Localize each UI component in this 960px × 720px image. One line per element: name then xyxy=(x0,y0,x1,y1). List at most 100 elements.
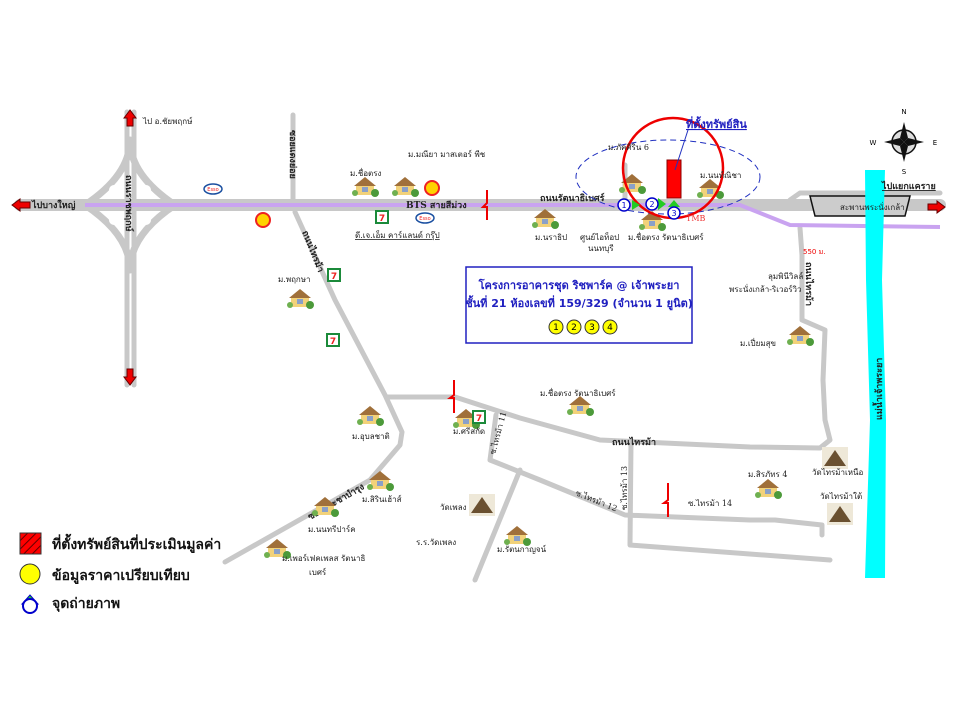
seven-eleven-icon xyxy=(375,210,389,225)
label-chue-trong: ม.ชื่อตรง xyxy=(350,167,382,178)
house-icon xyxy=(567,396,594,416)
arrow-south-icon xyxy=(123,368,137,386)
svg-text:3: 3 xyxy=(671,209,676,218)
project-info-box: โครงการอาคารชุด ริชพาร์ค @ เจ้าพระยา ชั้… xyxy=(465,266,693,344)
label-to-khae-rai: ไปแยกแคราย xyxy=(881,180,936,192)
label-srisakat: ม.ศรีสกัด xyxy=(453,427,485,436)
label-wat-phleng: วัดเพลง xyxy=(440,503,467,512)
house-icon xyxy=(504,526,531,546)
label-it-top-2: นนทบุรี xyxy=(588,244,614,253)
subject-label: ที่ตั้งทรัพย์สิน xyxy=(686,116,747,131)
label-djm: ดี.เจ.เอ็ม คาร์แลนด์ กรุ๊ป xyxy=(355,230,440,240)
svg-text:1: 1 xyxy=(621,201,626,210)
label-siraphat: ม.สิรภัทร 4 xyxy=(748,470,787,479)
comparable-1: 1 xyxy=(553,323,559,333)
shell-station-icon xyxy=(255,212,271,228)
house-icon xyxy=(787,326,814,346)
legend-subject: ที่ตั้งทรัพย์สินที่ประเมินมูลค่า xyxy=(52,533,221,553)
road-rattanathibet: ถนนรัตนาธิเบศร์ xyxy=(540,192,605,204)
comparable-4: 4 xyxy=(607,323,613,333)
label-perfect: ม.เพอร์เฟคเพลส รัตนาธิ xyxy=(282,553,365,563)
unit-details: ชั้นที่ 21 ห้องเลขที่ 159/329 (จำนวน 1 ย… xyxy=(465,295,693,311)
label-non-nicha: ม.นนท์ณิชา xyxy=(700,170,741,180)
comparable-3: 3 xyxy=(589,323,595,333)
road-soi-daeng: ซอยแดงย่อย xyxy=(287,130,298,179)
compass-rose-icon: N S E W xyxy=(870,108,938,176)
photo-point-2: 2 xyxy=(645,197,666,211)
label-ubon: ม.อุบลชาติ xyxy=(352,432,390,441)
seven-eleven-icon xyxy=(326,333,340,348)
label-chue-trong-3: ม.ชื่อตรง รัตนาธิเบศร์ xyxy=(540,387,616,398)
label-nonsri: ม.นนทรีปาร์ค xyxy=(308,524,356,534)
distance-label: 550 ม. xyxy=(803,248,825,256)
esso-station-icon xyxy=(415,212,435,224)
label-narathip: ม.นราธิป xyxy=(535,233,567,242)
subject-property-marker xyxy=(666,159,682,199)
house-icon xyxy=(392,177,419,197)
label-pruksa: ม.พฤกษา xyxy=(278,275,311,284)
landmark-labels: ม.ชื่อตรง ม.มณียา มาสเตอร์ พีช ดี.เจ.เอ็… xyxy=(278,143,864,577)
bts-purple-line xyxy=(85,203,941,229)
svg-text:S: S xyxy=(902,168,907,176)
bridge-label: สะพานพระนั่งเกล้า xyxy=(840,201,905,212)
label-perfect-2: เบศร์ xyxy=(309,567,327,577)
house-icon xyxy=(357,406,384,426)
arrow-west-icon xyxy=(11,198,31,212)
hatched-red-square-icon xyxy=(19,532,42,555)
subject-pointer xyxy=(674,129,689,171)
label-phaksiri: ม.ภัคศิริน 6 xyxy=(608,143,649,152)
label-to-bang-yai: ไปบางใหญ่ xyxy=(31,199,76,211)
svg-text:2: 2 xyxy=(649,200,654,209)
house-icon xyxy=(532,209,559,229)
seven-eleven-icon xyxy=(472,410,486,425)
photo-point-icon xyxy=(20,594,40,614)
road-soi-13: ซ.ไทรม้า 13 xyxy=(620,466,629,510)
label-school: ร.ร.วัดเพลง xyxy=(416,538,456,547)
project-name: โครงการอาคารชุด ริชพาร์ค @ เจ้าพระยา xyxy=(478,278,680,293)
label-piam-suk: ม.เปี่ยมสุข xyxy=(740,337,776,348)
label-to-chaiyaphruek: ไป อ.ชัยพฤกษ์ xyxy=(142,116,193,126)
house-icon xyxy=(287,289,314,309)
arrow-north-icon xyxy=(123,109,137,127)
label-wat-south: วัดไทรม้าใต้ xyxy=(820,492,862,501)
label-sirin: ม.สิรินเฮ้าส์ xyxy=(362,494,402,504)
road-sai-ma-west: ถนนไทรม้า xyxy=(299,229,327,274)
esso-station-icon xyxy=(203,183,223,195)
yellow-circle-icon xyxy=(19,563,41,585)
house-icon xyxy=(367,471,394,491)
comparable-2: 2 xyxy=(571,323,577,333)
temple-icon xyxy=(827,503,853,525)
label-lumpini-2: พระนั่งเกล้า-ริเวอร์วิว xyxy=(729,283,802,294)
river-label: แม่น้ำเจ้าพระยา xyxy=(872,358,885,420)
road-sai-ma-south: ถนนไทรม้า xyxy=(612,436,656,448)
photo-point-1: 1 xyxy=(617,198,640,212)
temple-icon xyxy=(469,494,495,516)
arrow-east-icon xyxy=(927,200,946,214)
house-icon xyxy=(352,177,379,197)
label-wat-north: วัดไทรม้าเหนือ xyxy=(812,468,864,477)
label-chue-trong-2: ม.ชื่อตรง รัตนาธิเบศร์ xyxy=(628,231,704,242)
house-icon xyxy=(755,479,782,499)
photo-point-3: 3 xyxy=(667,200,681,220)
bts-label: BTS สายสีม่วง xyxy=(406,200,467,211)
svg-text:N: N xyxy=(901,108,906,116)
road-break-marks xyxy=(447,190,669,517)
svg-text:W: W xyxy=(870,139,877,147)
label-maneeya: ม.มณียา มาสเตอร์ พีช xyxy=(408,149,486,159)
label-it-top: ศูนย์ไอท็อป xyxy=(580,232,619,243)
label-lumpini: ลุมพินีวิลล์ xyxy=(768,271,803,281)
road-soi-14: ซ.ไทรม้า 14 xyxy=(688,499,732,508)
legend-photo-point: จุดถ่ายภาพ xyxy=(52,596,120,612)
road-soi-12: ซ.ไทรม้า 12 xyxy=(574,489,618,514)
temple-icon xyxy=(822,447,848,469)
label-rattana: ม.รัตนกาญจน์ xyxy=(497,544,547,554)
legend-comparable: ข้อมูลราคาเปรียบเทียบ xyxy=(52,568,190,584)
legend: ที่ตั้งทรัพย์สินที่ประเมินมูลค่า ข้อมูลร… xyxy=(19,532,221,614)
seven-eleven-icon xyxy=(327,268,341,283)
svg-text:E: E xyxy=(933,139,937,147)
chao-phraya-river xyxy=(865,170,886,578)
tmb-label: TMB xyxy=(686,214,706,223)
comparable-markers: 1 2 3 4 xyxy=(548,319,618,335)
road-ratchaphruek: ถนนราชพฤกษ์ xyxy=(123,175,135,232)
